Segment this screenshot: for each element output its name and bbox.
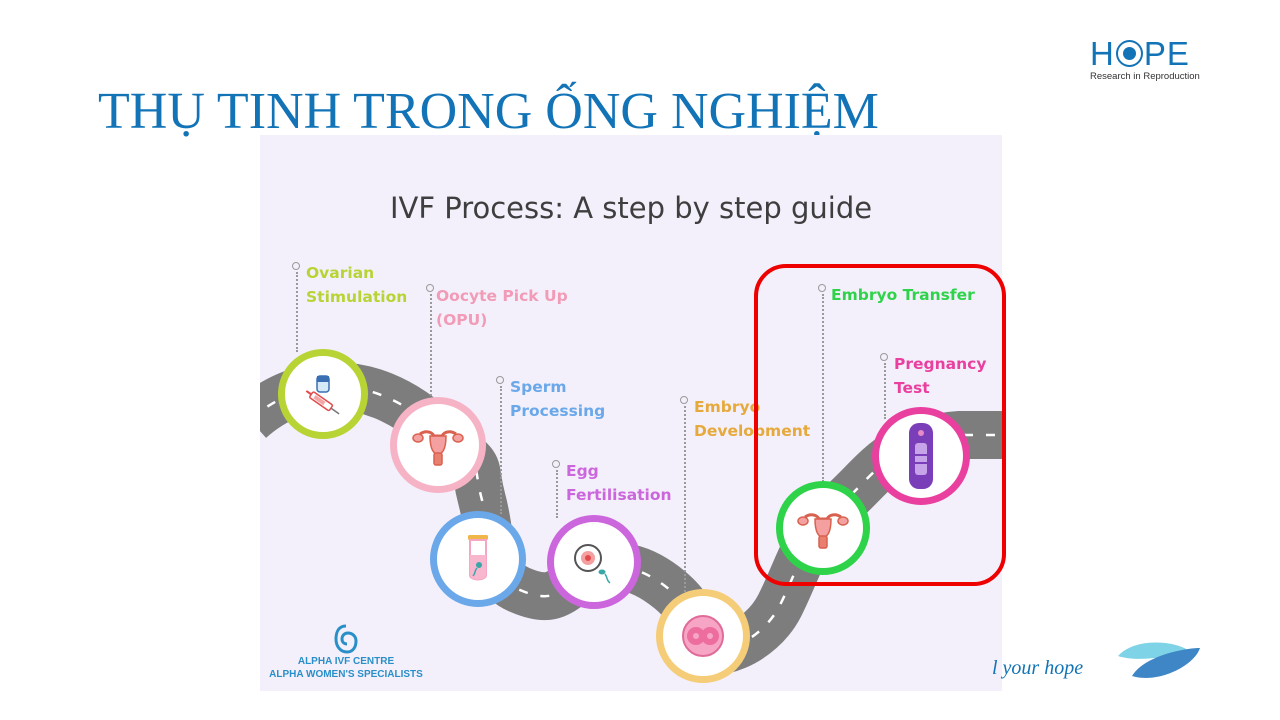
clinic-swirl-icon (334, 624, 358, 654)
pregnancy-test-icon (909, 423, 933, 489)
step-3-label: Sperm Processing (510, 378, 606, 420)
hope-logo-subtitle: Research in Reproduction (1090, 71, 1200, 82)
step-2-label: Oocyte Pick Up (OPU) (436, 287, 568, 329)
step-7-circle (872, 407, 970, 505)
step-3-circle (430, 511, 526, 607)
step-4-circle (547, 515, 641, 609)
step-5-circle (656, 589, 750, 683)
step-4-stem (556, 470, 558, 518)
step-1-pin (292, 262, 300, 270)
step-6-pin (818, 284, 826, 292)
clinic-logo: ALPHA IVF CENTRE ALPHA WOMEN'S SPECIALIS… (260, 623, 432, 681)
syringe-icon (305, 375, 340, 415)
footer-tagline: l your hope (992, 657, 1084, 679)
step-2-circle (390, 397, 486, 493)
clinic-name-line1: ALPHA IVF CENTRE (297, 656, 395, 667)
test-tube-icon (468, 535, 488, 581)
step-1-circle (278, 349, 368, 439)
step-3-pin (496, 376, 504, 384)
highlight-box (754, 264, 1006, 586)
step-3-stem (500, 386, 502, 514)
step-2-stem (430, 294, 432, 400)
clinic-name-line2: ALPHA WOMEN'S SPECIALISTS (269, 669, 423, 680)
slide-title: THỤ TINH TRONG ỐNG NGHIỆM (98, 83, 879, 140)
step-6-circle (776, 481, 870, 575)
ivf-infographic: IVF Process: A step by step guide Ovaria… (260, 135, 1002, 691)
step-1-label: Ovarian Stimulation (306, 264, 408, 306)
embryo-icon (682, 615, 724, 657)
uterus-icon (412, 430, 464, 466)
step-7-pin (880, 353, 888, 361)
step-5-stem (684, 406, 686, 592)
step-4-label: Egg Fertilisation (566, 462, 672, 504)
egg-sperm-icon (574, 544, 611, 584)
step-2-pin (426, 284, 434, 292)
step-5-label: Embryo Development (694, 398, 811, 440)
step-5-pin (680, 396, 688, 404)
infographic-title: IVF Process: A step by step guide (389, 191, 873, 225)
step-1-stem (296, 272, 298, 352)
uterus-icon (797, 513, 849, 549)
leaf-logo-icon (1118, 642, 1200, 678)
step-7-label: Pregnancy Test (894, 355, 987, 397)
step-7-stem (884, 363, 886, 419)
step-4-pin (552, 460, 560, 468)
eye-icon (1115, 40, 1143, 67)
step-6-label: Embryo Transfer (831, 286, 975, 304)
step-6-stem (822, 294, 824, 482)
